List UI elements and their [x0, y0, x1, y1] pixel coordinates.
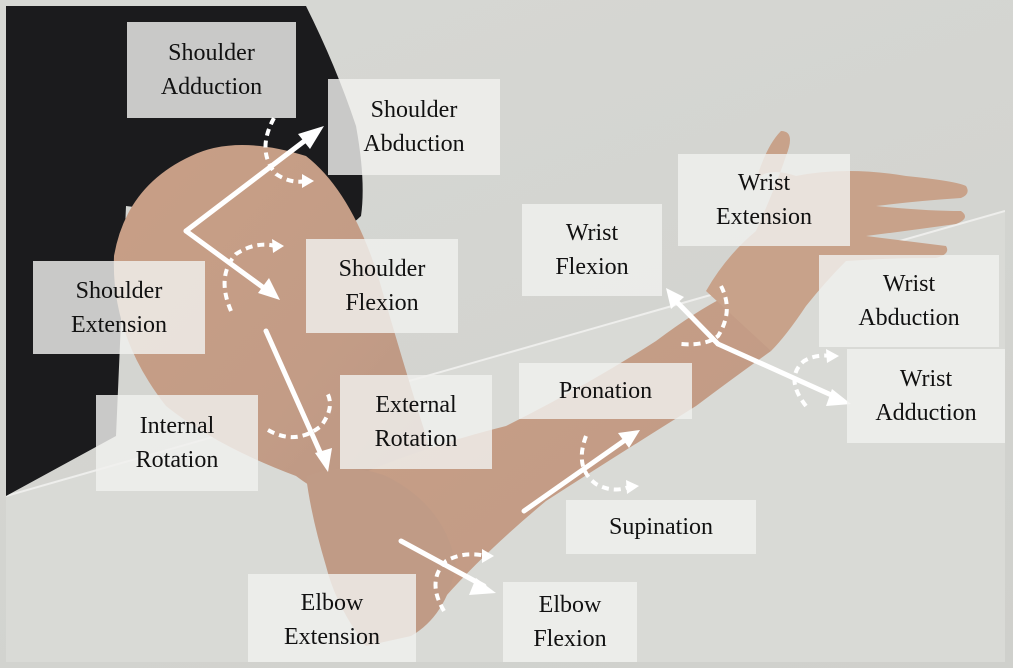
label-line: Shoulder	[168, 36, 255, 70]
label-wrist-flexion: Wrist Flexion	[522, 204, 662, 296]
label-line: Abduction	[858, 301, 959, 335]
label-line: Extension	[284, 620, 380, 654]
label-line: Adduction	[161, 70, 262, 104]
label-line: Elbow	[539, 588, 602, 622]
label-line: Flexion	[533, 622, 606, 656]
label-wrist-adduction: Wrist Adduction	[847, 349, 1005, 443]
label-line: Extension	[71, 308, 167, 342]
label-pronation: Pronation	[519, 363, 692, 419]
label-shoulder-abduction: Shoulder Abduction	[328, 79, 500, 175]
label-shoulder-adduction: Shoulder Adduction	[127, 22, 296, 118]
label-external-rotation: External Rotation	[340, 375, 492, 469]
label-line: Rotation	[136, 443, 219, 477]
label-supination: Supination	[566, 500, 756, 554]
label-line: Wrist	[738, 166, 790, 200]
label-line: Abduction	[363, 127, 464, 161]
label-wrist-extension: Wrist Extension	[678, 154, 850, 246]
label-line: Flexion	[345, 286, 418, 320]
label-shoulder-extension: Shoulder Extension	[33, 261, 205, 354]
label-line: Elbow	[301, 586, 364, 620]
label-line: Shoulder	[371, 93, 458, 127]
label-line: Flexion	[555, 250, 628, 284]
label-line: Adduction	[875, 396, 976, 430]
label-line: Supination	[609, 510, 713, 544]
label-line: Wrist	[883, 267, 935, 301]
label-line: External	[375, 388, 456, 422]
label-line: Internal	[140, 409, 215, 443]
label-line: Wrist	[566, 216, 618, 250]
label-internal-rotation: Internal Rotation	[96, 395, 258, 491]
label-line: Extension	[716, 200, 812, 234]
label-shoulder-flexion: Shoulder Flexion	[306, 239, 458, 333]
label-elbow-flexion: Elbow Flexion	[503, 582, 637, 662]
label-line: Pronation	[559, 374, 652, 408]
label-elbow-extension: Elbow Extension	[248, 574, 416, 662]
label-wrist-abduction: Wrist Abduction	[819, 255, 999, 347]
label-line: Rotation	[375, 422, 458, 456]
photo-frame: Shoulder Adduction Shoulder Abduction Sh…	[6, 6, 1005, 662]
label-line: Wrist	[900, 362, 952, 396]
label-line: Shoulder	[76, 274, 163, 308]
label-line: Shoulder	[339, 252, 426, 286]
